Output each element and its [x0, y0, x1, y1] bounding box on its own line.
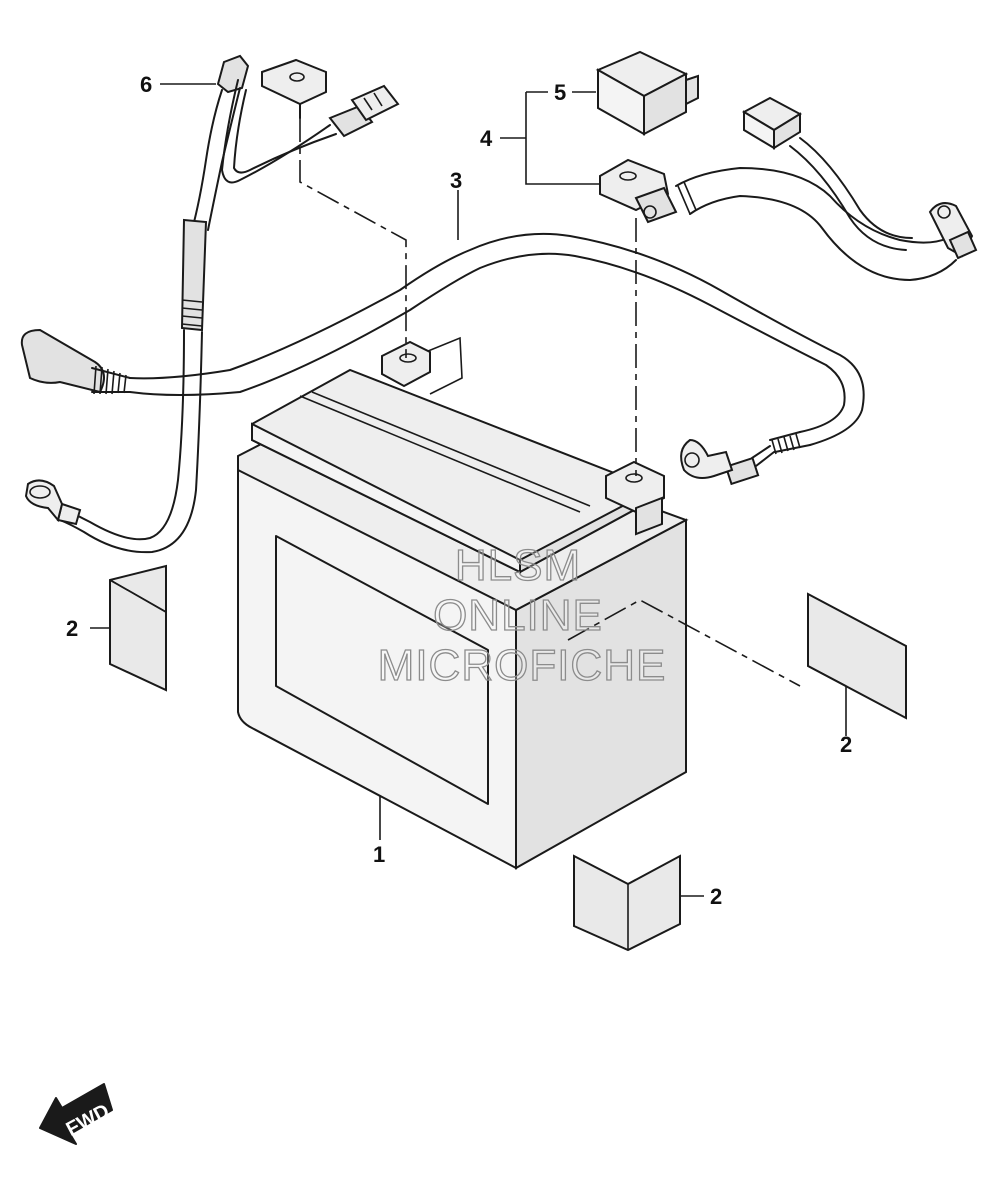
- callout-2-right: 2: [840, 732, 852, 757]
- watermark: HLSM ONLINE MICROFICHE: [377, 540, 667, 690]
- battery-pad-2-bottom: [573, 854, 704, 952]
- callout-1: 1: [373, 842, 385, 867]
- callout-leaders: [160, 83, 596, 93]
- watermark-line-3: MICROFICHE: [378, 641, 667, 690]
- terminal-cover-5: [595, 50, 699, 136]
- battery-cable-3: [20, 190, 865, 486]
- battery-cable-4: [500, 91, 978, 281]
- battery-pad-2-left: [90, 564, 167, 692]
- callout-5: 5: [554, 80, 566, 105]
- battery-pad-2-right: [807, 592, 907, 736]
- callout-2-left: 2: [66, 616, 78, 641]
- watermark-line-1: HLSM: [455, 541, 581, 590]
- callout-6: 6: [140, 72, 152, 97]
- fwd-arrow-icon: FWD: [39, 1083, 113, 1145]
- watermark-line-2: ONLINE: [433, 591, 603, 640]
- assembly-guide-lines: [299, 118, 801, 687]
- battery-cable-6: [24, 54, 400, 554]
- callout-3: 3: [450, 168, 462, 193]
- callout-4: 4: [480, 126, 493, 151]
- battery-1: [237, 336, 689, 870]
- callout-2-bottom: 2: [710, 884, 722, 909]
